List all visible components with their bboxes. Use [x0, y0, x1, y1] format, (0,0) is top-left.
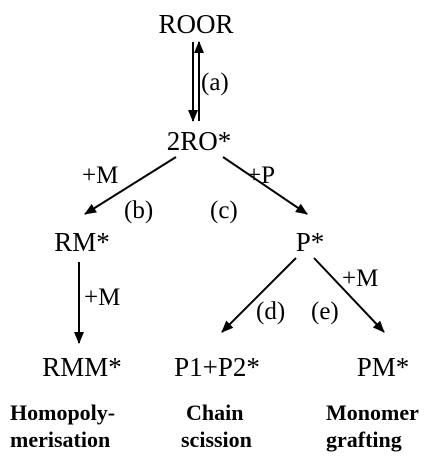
caption-homopolymerisation-line2: merisation — [10, 427, 110, 452]
edge-label-plus-p: +P — [247, 162, 275, 189]
edge-label-a: (a) — [201, 69, 229, 96]
node-2ro: 2RO* — [167, 126, 232, 156]
caption-chain-scission-line2: scission — [181, 427, 252, 452]
edge-label-d: (d) — [256, 298, 285, 325]
edge-label-plus-m-left: +M — [82, 162, 118, 189]
node-p: P* — [296, 227, 325, 257]
caption-chain-scission-line1: Chain — [186, 400, 243, 425]
caption-monomer-grafting-line1: Monomer — [326, 400, 419, 425]
arrow-ro-to-rm — [84, 156, 177, 215]
arrow-p-to-pm — [313, 257, 385, 333]
node-rm: RM* — [54, 227, 110, 257]
edge-label-b: (b) — [124, 197, 153, 224]
node-roor: ROOR — [158, 9, 233, 39]
edge-label-e: (e) — [311, 298, 339, 325]
arrow-p-to-p1p2 — [221, 257, 297, 333]
edge-label-plus-m-right: +M — [342, 265, 378, 292]
edge-label-plus-m-rm: +M — [84, 284, 120, 311]
caption-monomer-grafting-line2: grafting — [326, 427, 402, 452]
node-rmm: RMM* — [42, 352, 122, 382]
caption-homopolymerisation-line1: Homopoly- — [10, 400, 115, 425]
node-pm: PM* — [357, 352, 410, 382]
arrow-ro-to-p — [222, 156, 308, 215]
edge-label-c: (c) — [210, 197, 238, 224]
node-p1p2: P1+P2* — [174, 352, 260, 382]
